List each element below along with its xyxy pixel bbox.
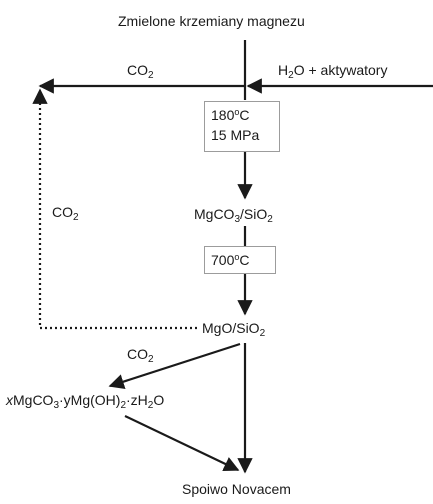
final-product-text: Spoiwo Novacem xyxy=(182,481,291,497)
p2-a: MgO/SiO xyxy=(202,320,260,336)
inter-s2: 2 xyxy=(120,400,127,411)
temperature-1: 180oC xyxy=(211,105,273,125)
recycle-co2-main: CO xyxy=(52,204,73,220)
carb-co2-main: CO xyxy=(127,346,148,362)
co2-recycle-loop xyxy=(32,88,197,330)
h-sub: 2 xyxy=(288,70,294,81)
inter-s1: 3 xyxy=(53,400,60,411)
p2-a-sub: 2 xyxy=(259,328,266,339)
carbonate-silica-label: MgCO3/SiO2 xyxy=(194,206,273,225)
water-activators-label: H2O + aktywatory xyxy=(278,62,388,81)
inter-p2: ·yMg(OH) xyxy=(59,392,121,408)
conditions-box-1: 180oC 15 MPa xyxy=(204,101,280,152)
water-rest: O + aktywatory xyxy=(293,62,388,78)
recycle-co2-sub: 2 xyxy=(73,212,79,223)
co2-input-label: CO2 xyxy=(127,62,154,81)
title-text: Zmielone krzemiany magnezu xyxy=(118,13,305,29)
inter-p4: O xyxy=(153,392,165,408)
inter-s3: 2 xyxy=(147,400,154,411)
recycle-co2-label: CO2 xyxy=(52,204,79,223)
conditions-box-2: 700oC xyxy=(204,246,276,274)
temp2-degree: o xyxy=(234,252,240,262)
inter-p3: ·zH xyxy=(126,392,148,408)
inter-p1: MgCO xyxy=(13,392,54,408)
hydrated-carbonate-label: xMgCO3·yMg(OH)2·zH2O xyxy=(6,392,165,411)
temp2-value: 700 xyxy=(211,252,235,268)
p1-a: MgCO xyxy=(194,206,235,222)
arrow-intermediate-to-final xyxy=(124,415,240,471)
inter-x: x xyxy=(6,392,13,408)
arrow-to-intermediate xyxy=(108,342,241,390)
temp1-value: 180 xyxy=(211,107,235,123)
p1-b-sub: 2 xyxy=(267,214,273,225)
carb-co2-sub: 2 xyxy=(148,354,154,365)
p1-a-sub: 3 xyxy=(234,214,241,225)
final-product-label: Spoiwo Novacem xyxy=(182,482,291,496)
h-main: H xyxy=(278,62,289,78)
temp2-unit: C xyxy=(239,252,250,268)
temp1-degree: o xyxy=(234,107,240,117)
carbonation-co2-label: CO2 xyxy=(127,346,154,365)
title-raw-material: Zmielone krzemiany magnezu xyxy=(118,14,305,28)
co2-main: CO xyxy=(127,62,148,78)
oxide-silica-label: MgO/SiO2 xyxy=(202,320,265,339)
pressure-1: 15 MPa xyxy=(211,127,260,143)
temp1-unit: C xyxy=(239,107,250,123)
p1-b: /SiO xyxy=(240,206,268,222)
co2-sub: 2 xyxy=(148,70,154,81)
